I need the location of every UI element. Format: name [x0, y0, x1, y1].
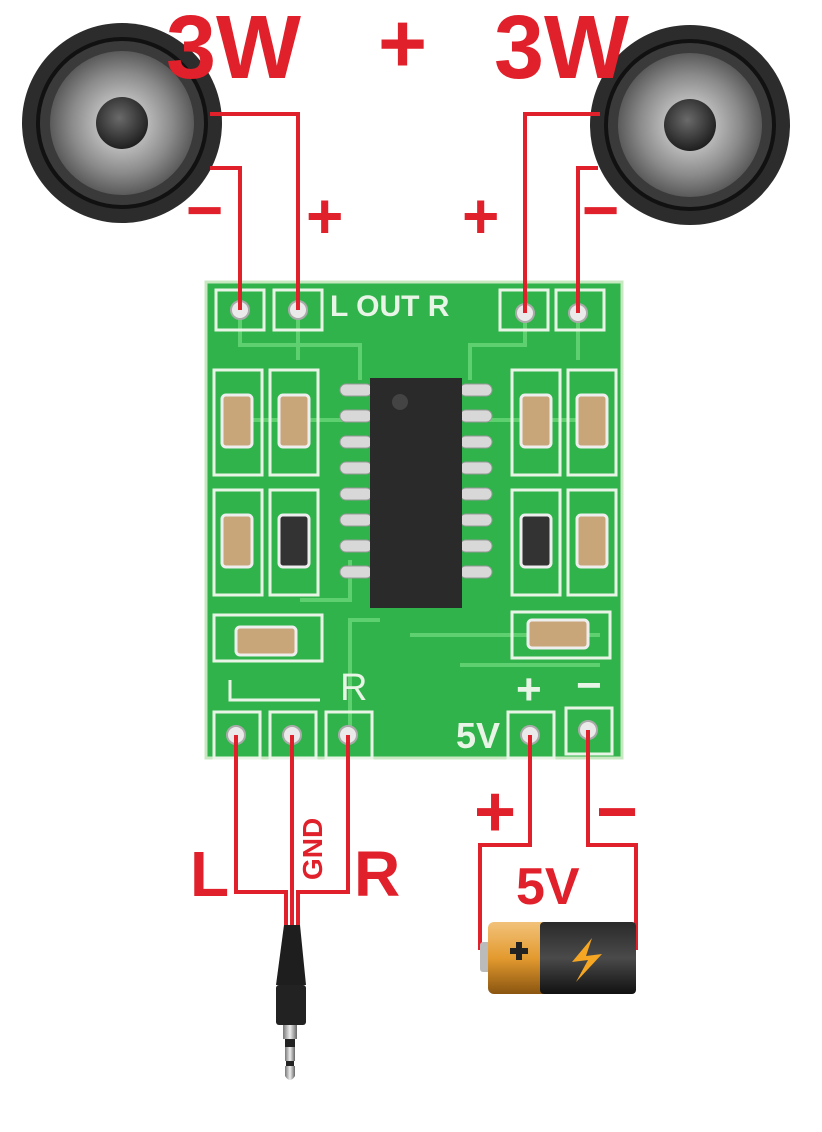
silk-r-label: R: [340, 667, 367, 709]
battery-icon: [480, 922, 636, 994]
silkscreen-outlines: [212, 288, 618, 702]
left-speaker-minus-label: −: [186, 174, 223, 246]
silk-plus-label: +: [516, 665, 542, 714]
power-rating-plus: +: [378, 0, 427, 90]
left-speaker-plus-label: +: [306, 180, 343, 252]
power-voltage-label: 5V: [516, 858, 580, 916]
wire-left-speaker-plus: [210, 112, 300, 310]
silk-minus-label: −: [576, 661, 602, 710]
wire-right-speaker-plus: [523, 112, 600, 313]
speaker-icon: [590, 25, 790, 225]
audio-gnd-label: GND: [297, 818, 328, 880]
wire-right-speaker-minus: [576, 166, 598, 313]
wire-left-speaker-minus: [210, 166, 242, 310]
silk-out-label: L OUT R: [330, 290, 450, 323]
amplifier-chip-icon: [339, 378, 493, 608]
power-plus-label: +: [474, 772, 516, 852]
right-speaker-plus-label: +: [462, 180, 499, 252]
right-speaker-minus-label: −: [582, 174, 619, 246]
power-minus-label: −: [596, 772, 638, 852]
audio-jack-icon: [276, 925, 306, 1080]
speaker-right: [590, 25, 790, 225]
smd-components: [220, 393, 609, 657]
power-rating-right: 3W: [494, 0, 629, 98]
speaker-left: [22, 23, 222, 223]
power-rating-left: 3W: [166, 0, 301, 98]
wire-power-plus: [478, 735, 532, 950]
amplifier-board: L OUT R R + − 5V: [204, 280, 624, 760]
wire-audio-right: [296, 735, 350, 925]
speaker-icon: [22, 23, 222, 223]
audio-left-label: L: [190, 838, 229, 910]
wire-power-minus: [586, 730, 638, 950]
audio-right-label: R: [354, 838, 400, 910]
wires: [210, 112, 638, 950]
wire-audio-left: [234, 735, 288, 925]
silk-5v-label: 5V: [456, 715, 500, 756]
